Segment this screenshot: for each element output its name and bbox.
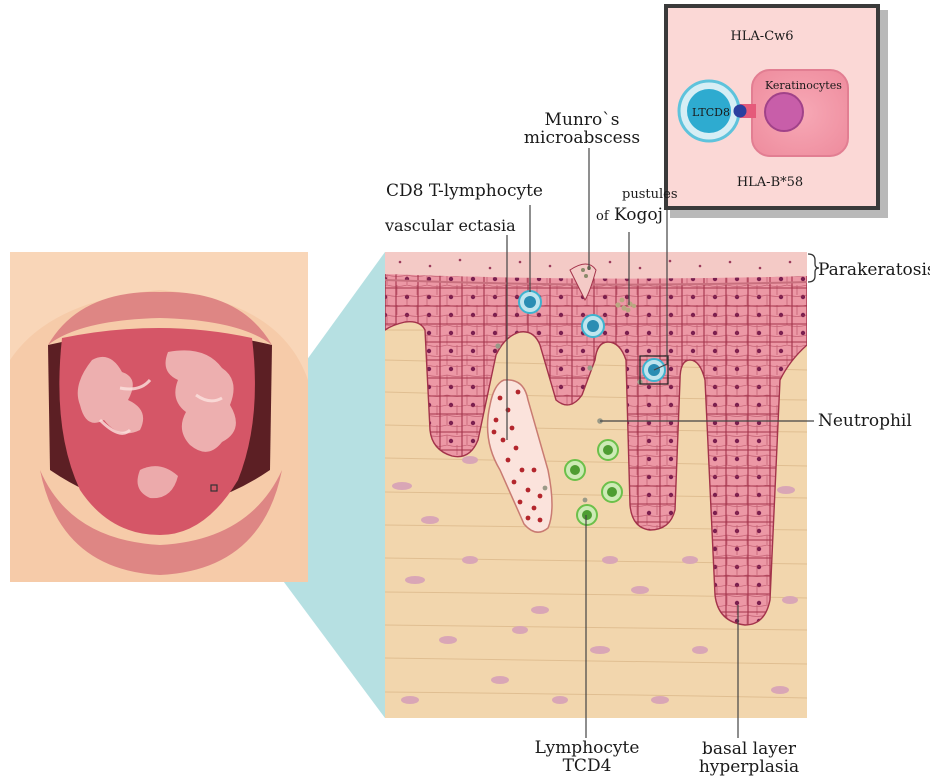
kogoj-label: of Kogoj: [596, 207, 663, 225]
inset-hla-b58-label: HLA-B*58: [737, 176, 803, 190]
pustules-label: pustules: [622, 188, 678, 202]
inset-ltcd8-label: LTCD8: [692, 107, 730, 119]
tongue-photo: [10, 252, 308, 582]
cd8-t-lymphocyte-label: CD8 T-lymphocyte: [386, 183, 543, 201]
neutrophil-label: Neutrophil: [818, 413, 912, 431]
stratum-corneum: [385, 252, 807, 279]
inset-keratinocytes-label: Keratinocytes: [765, 80, 842, 92]
parakeratosis-label: Parakeratosis: [818, 262, 930, 280]
vascular-ectasia-label: vascular ectasia: [385, 218, 516, 235]
munro-microabscess-label: Munro`s microabscess: [524, 112, 640, 148]
basal-layer-hyperplasia-label: basal layer hyperplasia: [699, 741, 799, 777]
tissue-section: [385, 252, 807, 718]
lymphocyte-tcd4-label: Lymphocyte TCD4: [535, 740, 640, 776]
inset-hla-cw6-label: HLA-Cw6: [730, 30, 793, 44]
